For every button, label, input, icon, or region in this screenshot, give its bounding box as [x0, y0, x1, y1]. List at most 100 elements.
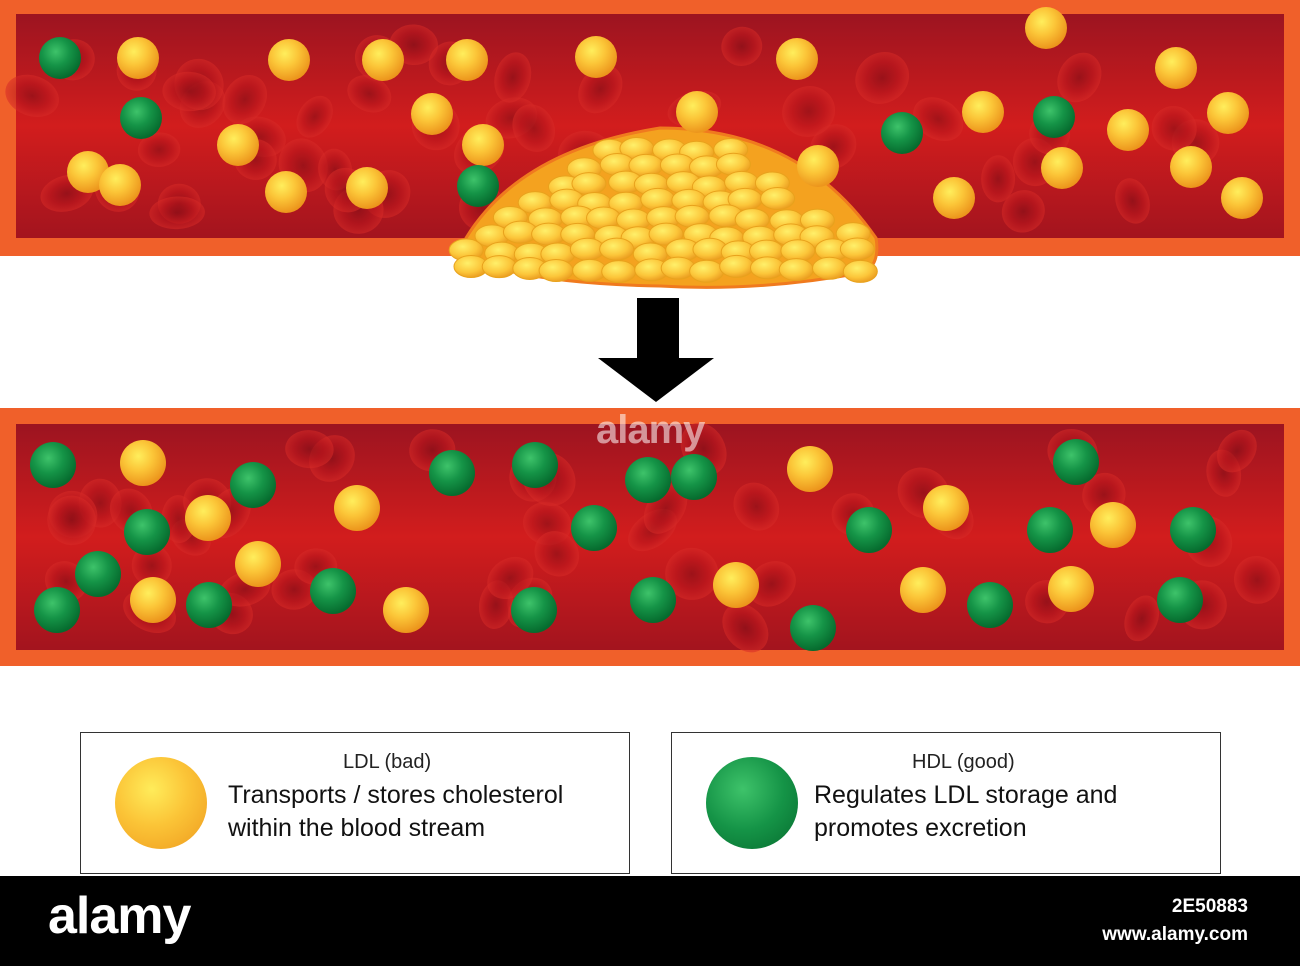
red-blood-cell: [512, 104, 556, 152]
ldl-particle: [923, 485, 969, 531]
red-blood-cell: [1217, 429, 1257, 473]
down-arrow: [598, 298, 714, 402]
ldl-particle: [575, 36, 617, 78]
hdl-particle-icon: [706, 757, 798, 849]
ldl-particle: [265, 171, 307, 213]
ldl-particle: [1155, 47, 1197, 89]
ldl-particle: [334, 485, 380, 531]
ldl-particle: [383, 587, 429, 633]
ldl-particle: [411, 93, 453, 135]
top-vessel: [0, 0, 1300, 289]
red-blood-cell: [722, 603, 769, 653]
red-blood-cell: [578, 65, 623, 114]
red-blood-cell: [1115, 178, 1150, 224]
plaque-lipid-cell: [719, 254, 755, 278]
ldl-particle: [776, 38, 818, 80]
ldl-particle: [713, 562, 759, 608]
red-blood-cell: [1124, 595, 1160, 642]
ldl-particle: [462, 124, 504, 166]
plaque-lipid-cell: [839, 237, 875, 261]
footer-bar: alamy 2E50883 www.alamy.com: [0, 876, 1300, 966]
red-blood-cell: [534, 531, 580, 577]
red-blood-cell: [855, 52, 910, 104]
plaque-lipid-cell: [599, 237, 635, 261]
ldl-particle: [1041, 147, 1083, 189]
red-blood-cell: [47, 495, 96, 546]
red-blood-cell: [1001, 190, 1045, 233]
red-blood-cell: [1234, 555, 1281, 604]
hdl-particle: [1157, 577, 1203, 623]
ldl-particle: [268, 39, 310, 81]
hdl-particle: [186, 582, 232, 628]
legend-ldl-title: LDL (bad): [343, 751, 432, 773]
ldl-particle: [900, 567, 946, 613]
red-blood-cell: [137, 132, 181, 167]
red-blood-cell: [733, 482, 780, 531]
plaque-lipid-cell: [601, 260, 637, 284]
red-blood-cell: [665, 547, 719, 600]
ldl-particle: [962, 91, 1004, 133]
plaque-lipid-cell: [538, 259, 574, 283]
lipoprotein-particles-bottom: [30, 439, 1216, 651]
lipoprotein-particles-top-front: [676, 91, 839, 187]
plaque-lipid-cell: [812, 256, 848, 280]
hdl-particle: [429, 450, 475, 496]
plaque-lipid-cell: [778, 258, 814, 282]
ldl-particle: [797, 145, 839, 187]
red-blood-cell: [981, 155, 1016, 203]
ldl-particle: [446, 39, 488, 81]
hdl-particle: [30, 442, 76, 488]
red-blood-cell: [913, 97, 964, 142]
red-blood-cell: [285, 430, 334, 469]
red-blood-cell: [296, 95, 333, 138]
bottom-vessel: [0, 408, 1300, 666]
legend-hdl-title: HDL (good): [912, 751, 1015, 773]
ldl-particle: [185, 495, 231, 541]
ldl-particle: [235, 541, 281, 587]
lipoprotein-particles-top: [39, 7, 1263, 219]
red-blood-cell: [222, 75, 268, 124]
red-blood-cell: [5, 74, 59, 117]
hdl-particle: [1170, 507, 1216, 553]
hdl-particle: [1053, 439, 1099, 485]
red-blood-cell: [782, 86, 836, 137]
hdl-particle: [511, 587, 557, 633]
legend-ldl-description: Transports / stores cholesterol within t…: [228, 781, 564, 842]
ldl-particle: [346, 167, 388, 209]
ldl-particle: [1025, 7, 1067, 49]
ldl-particle-icon: [115, 757, 207, 849]
ldl-particle: [787, 446, 833, 492]
red-blood-cell: [149, 196, 205, 230]
hdl-particle: [881, 112, 923, 154]
legend-ldl: LDL (bad) Transports / stores cholestero…: [80, 732, 630, 874]
hdl-particle: [34, 587, 80, 633]
ldl-particle: [933, 177, 975, 219]
ldl-particle: [1221, 177, 1263, 219]
red-blood-cell: [1151, 106, 1197, 151]
hdl-particle: [625, 457, 671, 503]
ldl-particle: [1207, 92, 1249, 134]
ldl-particle: [1170, 146, 1212, 188]
hdl-particle: [457, 165, 499, 207]
down-arrow-icon: [598, 298, 714, 402]
footer-image-id: 2E50883: [1171, 896, 1248, 917]
ldl-particle: [1090, 502, 1136, 548]
hdl-particle: [630, 577, 676, 623]
hdl-particle: [790, 605, 836, 651]
ldl-particle: [217, 124, 259, 166]
legend-hdl-description: Regulates LDL storage and promotes excre…: [814, 781, 1118, 842]
red-blood-cell: [1057, 52, 1102, 103]
ldl-particle: [67, 151, 109, 193]
hdl-particle: [571, 505, 617, 551]
footer-brand-logo: alamy: [48, 887, 191, 945]
ldl-particle: [362, 39, 404, 81]
red-blood-cell: [494, 52, 532, 103]
ldl-particle: [130, 577, 176, 623]
hdl-particle: [1027, 507, 1073, 553]
red-blood-cell: [131, 544, 172, 587]
hdl-particle: [124, 509, 170, 555]
red-blood-cell: [487, 556, 534, 600]
hdl-particle: [1033, 96, 1075, 138]
hdl-particle: [39, 37, 81, 79]
